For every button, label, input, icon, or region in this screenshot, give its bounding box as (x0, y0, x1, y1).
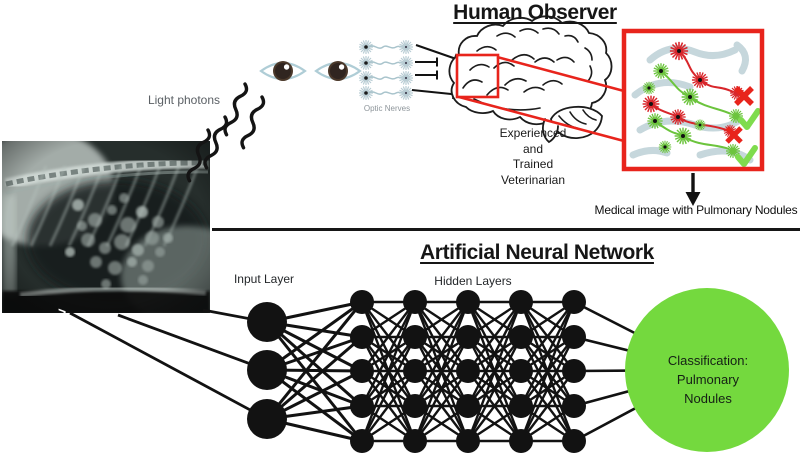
hidden-node (509, 394, 533, 418)
hidden-node (562, 394, 586, 418)
classification-line1: Classification: (667, 353, 749, 368)
inset-box-content (629, 41, 761, 167)
hidden-node (403, 290, 427, 314)
hidden-node (350, 429, 374, 453)
light-waves-icon (186, 82, 266, 183)
input-node (247, 399, 287, 439)
check-icon-2 (735, 145, 758, 167)
hidden-node (509, 429, 533, 453)
input-node (247, 350, 287, 390)
x-icon-1 (734, 86, 754, 106)
hidden-node (562, 325, 586, 349)
hidden-node (350, 290, 374, 314)
hidden-node (403, 325, 427, 349)
extra-neurons (642, 81, 707, 154)
hidden-node (456, 359, 480, 383)
hidden-node (456, 394, 480, 418)
hidden-node (562, 290, 586, 314)
hidden-node (403, 394, 427, 418)
hidden-node (403, 359, 427, 383)
optic-nerves-label: Optic Nerves (363, 104, 411, 113)
veterinarian-caption: Experienced and Trained Veterinarian (499, 126, 567, 187)
xray-marker: > (58, 304, 66, 320)
hidden-node (350, 359, 374, 383)
input-layer-label: Input Layer (233, 272, 295, 286)
inset-box-border (621, 28, 765, 172)
ann-nodes (247, 290, 586, 453)
hidden-node (403, 429, 427, 453)
hidden-node (509, 290, 533, 314)
hidden-node (509, 359, 533, 383)
neuron-chain-green-2 (646, 112, 741, 159)
human-observer-title: Human Observer (453, 1, 617, 24)
xray-image: > (2, 141, 210, 320)
hidden-node (456, 290, 480, 314)
hidden-node (350, 325, 374, 349)
light-photons-label: Light photons (147, 93, 221, 107)
ann-connections (69, 300, 708, 443)
down-arrow-icon (685, 173, 701, 206)
hidden-node (509, 325, 533, 349)
ann-title: Artificial Neural Network (420, 241, 654, 264)
check-icon-1 (738, 108, 761, 130)
medical-image-caption: Medical image with Pulmonary Nodules (594, 203, 798, 217)
hidden-node (456, 429, 480, 453)
hidden-node (562, 359, 586, 383)
hidden-node (562, 429, 586, 453)
neuron-chain-red-1 (669, 41, 745, 101)
hidden-node (350, 394, 374, 418)
neuron-chain-green-1 (652, 62, 744, 124)
hidden-layers-label: Hidden Layers (434, 274, 512, 288)
classification-label: Classification: Pulmonary Nodules (662, 351, 754, 408)
classification-circle (625, 288, 789, 452)
zoom-line-bottom (458, 95, 625, 143)
section-divider (212, 227, 800, 231)
input-node (247, 302, 287, 342)
zoom-line-top (496, 55, 625, 93)
classification-line2: Pulmonary Nodules (676, 372, 740, 406)
hidden-node (456, 325, 480, 349)
x-icon-2 (725, 126, 743, 144)
brain-focus-rect (455, 53, 625, 143)
